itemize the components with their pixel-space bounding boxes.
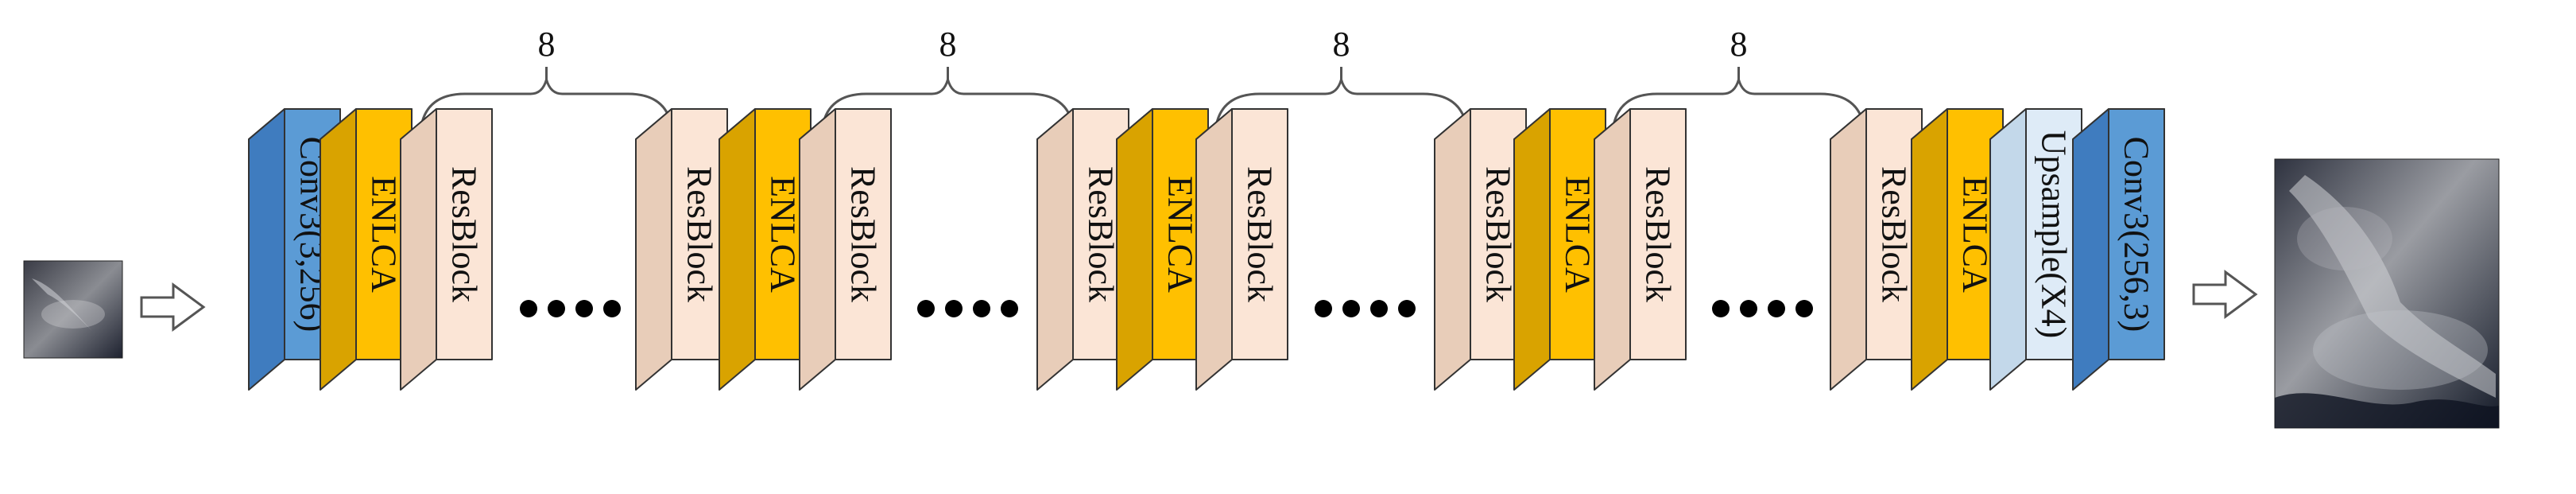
block-label: ResBlock	[1241, 166, 1280, 302]
ellipsis-dots-0	[520, 300, 621, 317]
block-label: ENLCA	[1956, 176, 1995, 293]
ellipsis-dot	[917, 300, 935, 317]
output-highres-cloud-image	[2274, 158, 2500, 429]
block-side-face	[320, 108, 357, 391]
block-side-face	[1911, 108, 1948, 391]
block-resblock-s2-b2: ResBlock	[1195, 108, 1288, 391]
block-label: ENLCA	[1161, 176, 1200, 293]
ellipsis-dots-1	[917, 300, 1018, 317]
block-side-face	[719, 108, 756, 391]
ellipsis-dot	[520, 300, 537, 317]
block-side-face	[635, 108, 672, 391]
block-side-face	[1594, 108, 1631, 391]
repeat-bracket-0: 8	[420, 25, 673, 126]
block-side-face	[1830, 108, 1867, 391]
block-enlca-s2-b1: ENLCA	[1116, 108, 1209, 391]
ellipsis-dot	[575, 300, 593, 317]
block-side-face	[1513, 108, 1551, 391]
block-side-face	[1116, 108, 1153, 391]
block-label: Conv3(256,3)	[2117, 137, 2156, 333]
block-label: ResBlock	[844, 166, 883, 302]
block-front-face	[835, 108, 892, 360]
block-front-face	[1231, 108, 1288, 360]
block-side-face	[1195, 108, 1233, 391]
block-resblock-s4-b0: ResBlock	[1830, 108, 1923, 391]
ellipsis-dot	[945, 300, 963, 317]
block-side-face	[1434, 108, 1471, 391]
ellipsis-dot	[1398, 300, 1416, 317]
block-enlca-s1-b1: ENLCA	[719, 108, 812, 391]
block-side-face	[1036, 108, 1074, 391]
repeat-bracket-3: 8	[1612, 25, 1865, 126]
block-resblock-s3-b2: ResBlock	[1594, 108, 1687, 391]
ellipsis-dot	[1768, 300, 1785, 317]
block-label: Upsample(X4)	[2035, 130, 2074, 339]
block-upsample-s4-b2: Upsample(X4)	[1989, 108, 2082, 391]
block-front-face	[1629, 108, 1687, 360]
block-resblock-s3-b0: ResBlock	[1434, 108, 1527, 391]
ellipsis-dot	[1740, 300, 1757, 317]
repeat-count-label: 8	[1333, 25, 1350, 64]
block-enlca-s4-b1: ENLCA	[1911, 108, 2004, 391]
output-arrow-icon	[2192, 270, 2258, 319]
block-label: ResBlock	[1479, 166, 1518, 302]
block-enlca-s0-b1: ENLCA	[320, 108, 413, 391]
ellipsis-dot	[973, 300, 990, 317]
block-label: ResBlock	[1875, 166, 1914, 302]
block-label: ResBlock	[680, 166, 719, 302]
repeat-bracket-1: 8	[821, 25, 1075, 126]
ellipsis-dot	[1001, 300, 1018, 317]
repeat-count-label: 8	[538, 25, 556, 64]
ellipsis-dot	[1712, 300, 1730, 317]
block-label: ENLCA	[365, 176, 404, 293]
block-resblock-s1-b0: ResBlock	[635, 108, 728, 391]
ellipsis-dot	[548, 300, 565, 317]
block-enlca-s3-b1: ENLCA	[1513, 108, 1606, 391]
block-resblock-s2-b0: ResBlock	[1036, 108, 1129, 391]
ellipsis-dot	[1370, 300, 1388, 317]
ellipsis-dot	[1342, 300, 1360, 317]
ellipsis-dot	[1315, 300, 1332, 317]
block-label: ENLCA	[764, 176, 803, 293]
block-front-face	[2108, 108, 2165, 360]
input-arrow-icon	[140, 282, 206, 332]
block-side-face	[1989, 108, 2027, 391]
ellipsis-dots-3	[1712, 300, 1813, 317]
block-side-face	[400, 108, 437, 391]
ellipsis-dot	[603, 300, 621, 317]
block-label: ResBlock	[1639, 166, 1678, 302]
block-side-face	[248, 108, 285, 391]
input-lowres-cloud-image	[23, 260, 123, 359]
block-front-face	[436, 108, 493, 360]
block-side-face	[2072, 108, 2109, 391]
block-label: ResBlock	[1082, 166, 1121, 302]
block-resblock-s1-b2: ResBlock	[799, 108, 892, 391]
block-side-face	[799, 108, 836, 391]
ellipsis-dots-2	[1315, 300, 1416, 317]
block-label: ResBlock	[445, 166, 484, 302]
repeat-count-label: 8	[1730, 25, 1748, 64]
repeat-count-label: 8	[939, 25, 957, 64]
repeat-bracket-2: 8	[1214, 25, 1468, 126]
block-label: ENLCA	[1559, 176, 1598, 293]
block-resblock-s0-b2: ResBlock	[400, 108, 493, 391]
block-conv-s4-b3: Conv3(256,3)	[2072, 108, 2165, 391]
ellipsis-dot	[1795, 300, 1813, 317]
